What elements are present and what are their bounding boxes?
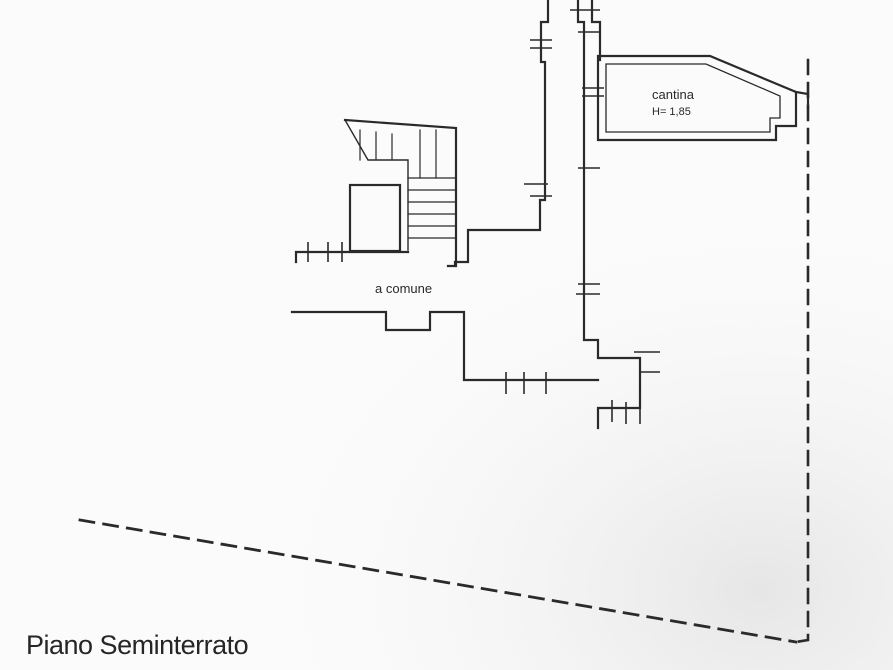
- dimension-ticks: [307, 9, 660, 424]
- wall-common-top: [294, 250, 410, 264]
- plan-caption: Piano Seminterrato: [26, 630, 249, 660]
- room-label-cantina: cantina: [652, 87, 695, 102]
- room-label-common: a comune: [375, 281, 432, 296]
- cantina-inner-wall: [605, 63, 781, 133]
- stair-inner-edge: [344, 119, 409, 251]
- cantina-outer-wall: [596, 54, 798, 142]
- wall-right-shaft: [576, 0, 642, 430]
- boundary-bottom-dashed: [78, 518, 798, 644]
- stair-treads: [359, 129, 457, 239]
- wall-upper-right: [590, 0, 602, 62]
- room-height-cantina: H= 1,85: [652, 106, 691, 118]
- stair-outer-wall: [343, 118, 458, 268]
- wall-common-bottom: [290, 310, 600, 382]
- boundary-right-dashed: [794, 58, 810, 644]
